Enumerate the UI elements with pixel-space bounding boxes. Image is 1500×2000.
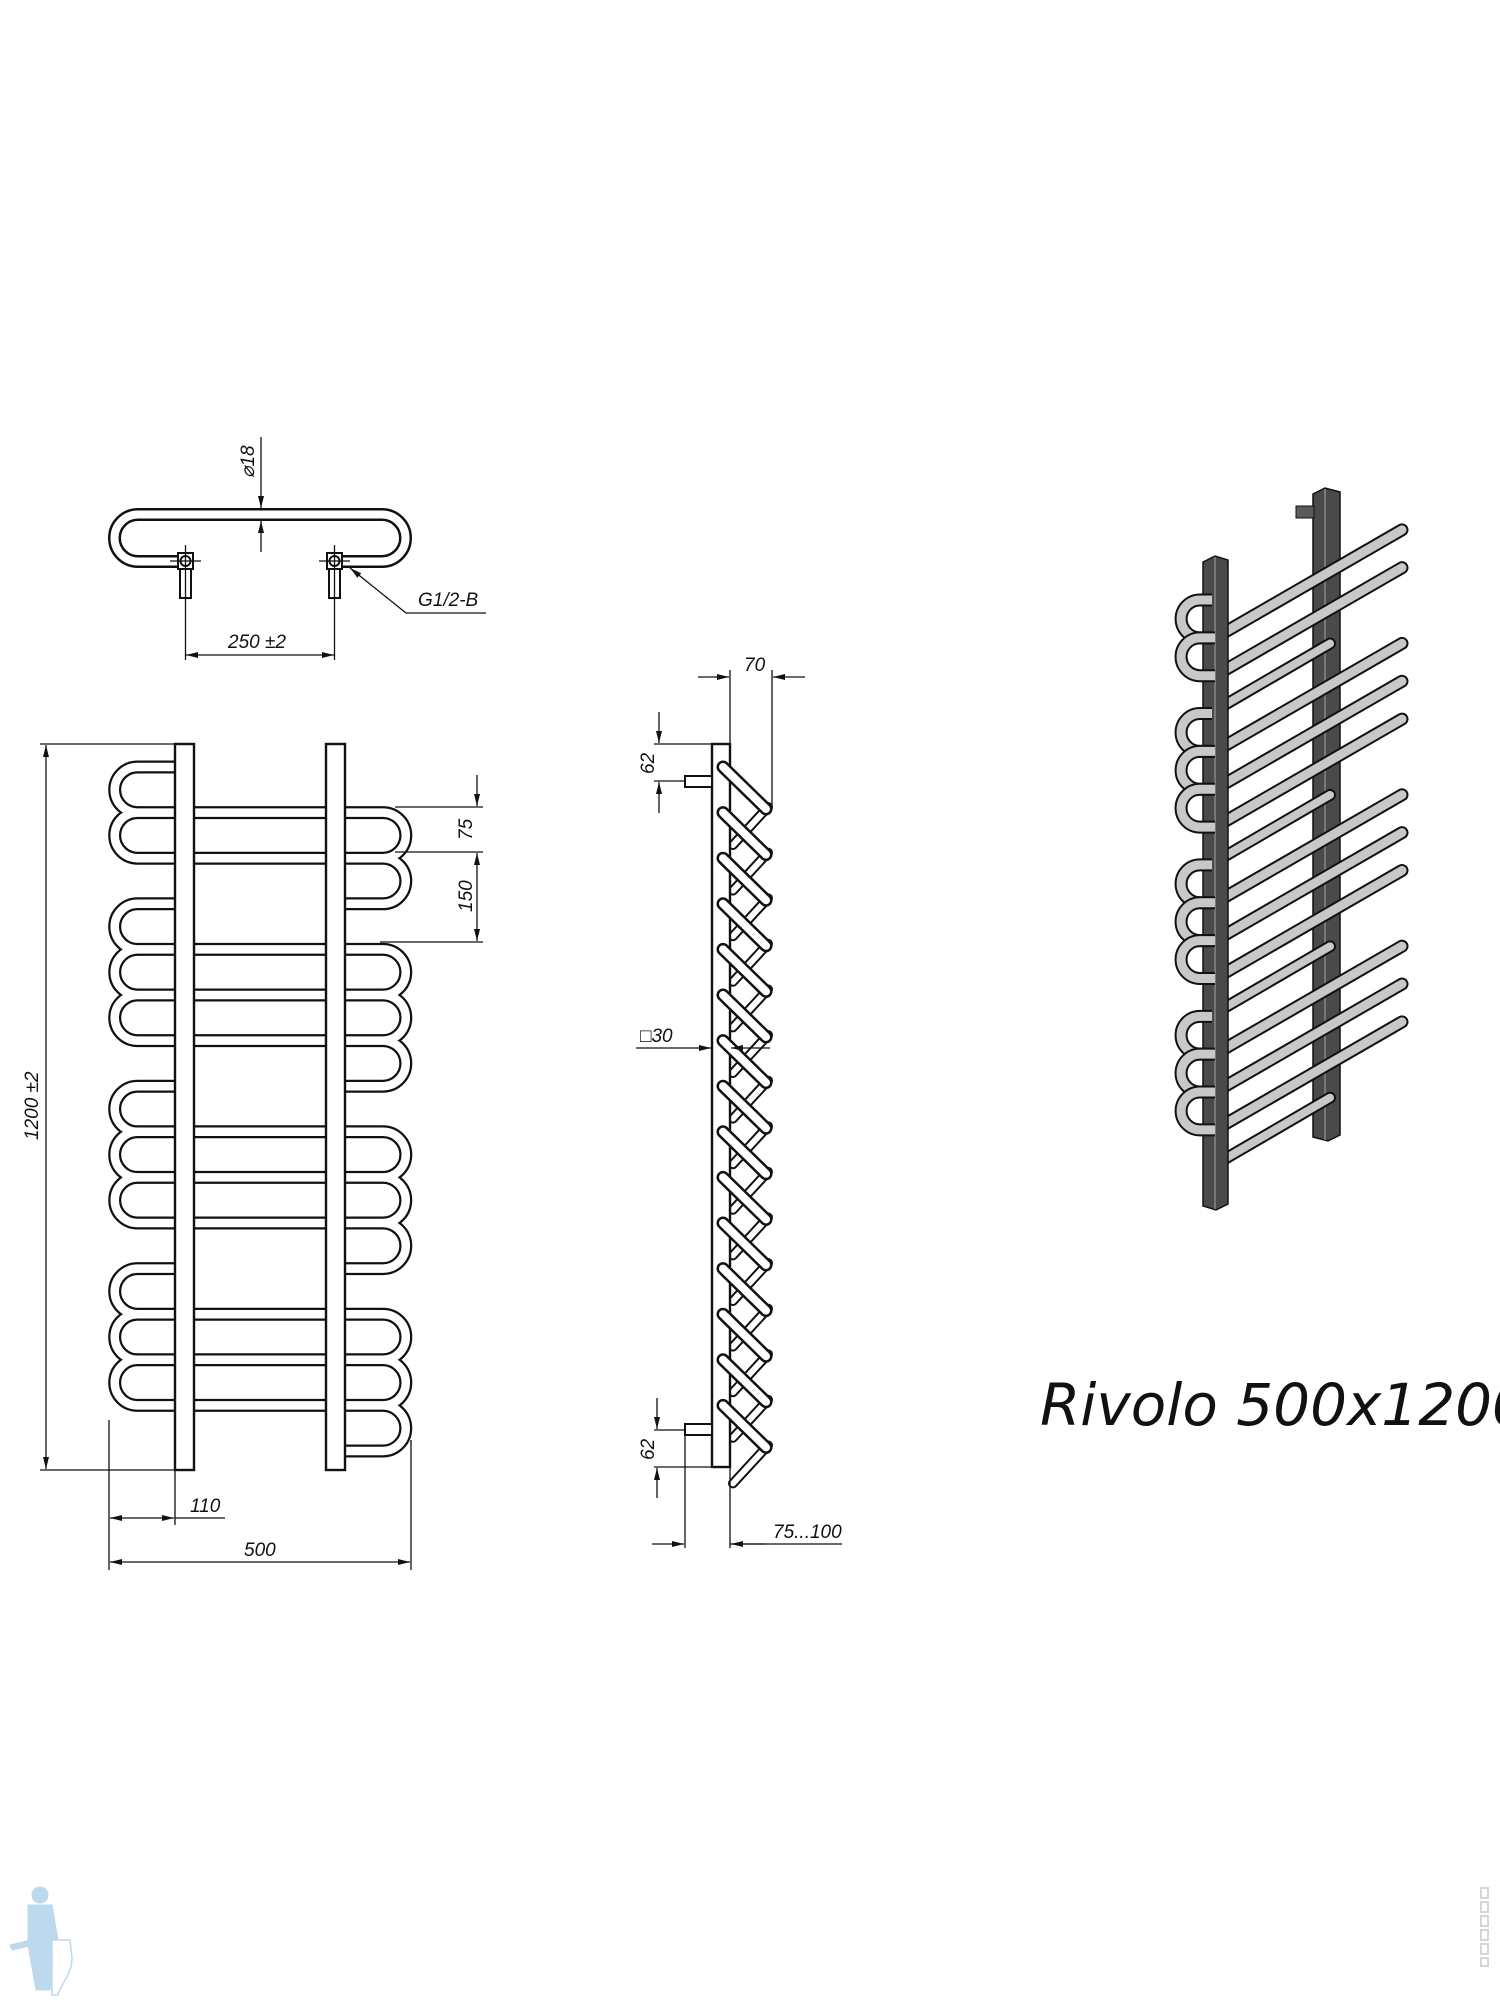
product-title: Rivolo 500x1200 xyxy=(1040,1371,1500,1439)
tube-fill xyxy=(110,762,410,1456)
side-view: 70 62 □30 62 75...100 xyxy=(636,655,842,1548)
tube-outline xyxy=(108,760,413,1458)
top-offset-dimension: 62 xyxy=(638,712,712,813)
spacing-label: 250 ±2 xyxy=(227,632,286,653)
offset-label: 110 xyxy=(190,1496,221,1517)
top-connector xyxy=(684,775,713,788)
left-fitting xyxy=(170,545,201,660)
bottom-offset-label: 62 xyxy=(638,1438,659,1460)
connection-callout: G1/2-B xyxy=(349,567,486,614)
profile-label: □30 xyxy=(640,1026,673,1047)
height-label: 1200 ±2 xyxy=(22,1071,43,1140)
diameter-label: ⌀18 xyxy=(238,445,259,478)
plumber-logo-icon xyxy=(9,1886,73,1996)
diameter-dimension: ⌀18 xyxy=(238,437,264,552)
width-label: 500 xyxy=(244,1540,276,1561)
bar-gap-label: 75 xyxy=(456,818,477,840)
isometric-tubes xyxy=(1208,523,1409,1171)
connection-label: G1/2-B xyxy=(418,590,479,611)
bar-spacing-dimension: 75 150 xyxy=(380,775,483,943)
depth-dimension: 70 xyxy=(698,655,805,805)
left-rail xyxy=(173,742,196,1472)
offset-dimension: 110 500 xyxy=(108,1420,412,1570)
depth-label: 70 xyxy=(744,655,766,676)
watermark-icon xyxy=(1480,1887,1489,1967)
top-view: ⌀18 G1/2-B 250 ±2 xyxy=(108,437,486,660)
side-rail xyxy=(710,742,732,1469)
right-fitting xyxy=(319,545,350,660)
spacing-dimension: 250 ±2 xyxy=(186,632,334,658)
bottom-connector xyxy=(684,1423,713,1436)
bottom-offset-dimension: 62 xyxy=(638,1398,712,1498)
profile-dimension: □30 xyxy=(636,1026,770,1051)
wall-distance-label: 75...100 xyxy=(773,1522,842,1543)
isometric-view xyxy=(1174,487,1409,1211)
top-offset-label: 62 xyxy=(638,752,659,774)
front-tubes xyxy=(108,760,413,1458)
wall-distance-dimension: 75...100 xyxy=(652,1435,842,1548)
right-rail xyxy=(324,742,347,1472)
height-dimension: 1200 ±2 xyxy=(22,743,175,1471)
section-gap-label: 150 xyxy=(456,880,477,912)
front-view: 1200 ±2 75 150 110 500 xyxy=(22,742,483,1570)
